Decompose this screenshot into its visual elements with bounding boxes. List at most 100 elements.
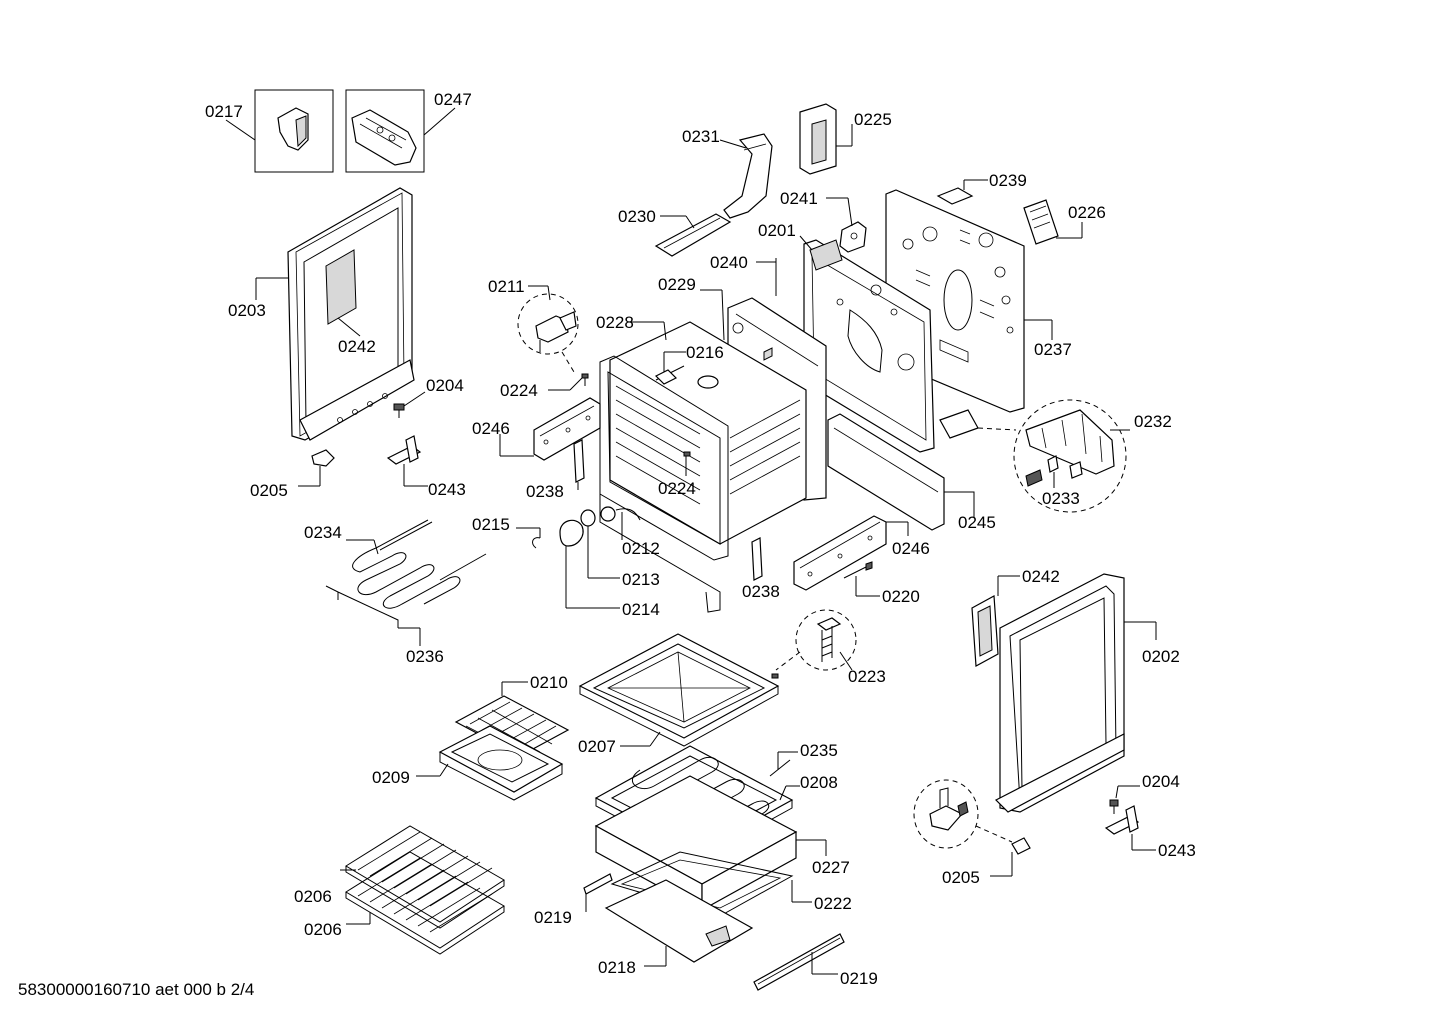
label-0213: 0213 [622,570,660,589]
part-0212-lamp-socket [600,506,641,540]
label-0238a: 0238 [526,482,564,501]
label-0217: 0217 [205,102,243,121]
part-0205-hinge-detail-right [913,779,1031,877]
label-0212: 0212 [622,539,660,558]
label-0239: 0239 [989,171,1027,190]
part-0216-lamp [654,351,686,385]
label-0235: 0235 [800,741,838,760]
part-0217-clip [225,89,334,173]
label-0201: 0201 [758,221,796,240]
label-0208: 0208 [800,773,838,792]
part-0214-lamp-cover [559,519,620,609]
label-0216: 0216 [686,343,724,362]
part-0226-plate [1023,199,1083,245]
part-0209-grill-pan [416,725,564,801]
label-0210: 0210 [530,673,568,692]
part-0231-duct [719,133,773,219]
part-0245-rail-long [827,413,975,531]
part-0224-screw-a [548,373,589,391]
label-0204a: 0204 [426,376,464,395]
part-0211-thermostat [517,285,579,373]
label-0233: 0233 [1042,489,1080,508]
part-0246-rail-left [499,397,601,461]
part-0207-tray [578,633,780,747]
label-0205b: 0205 [942,868,980,887]
label-0236: 0236 [406,647,444,666]
label-0246a: 0246 [472,419,510,438]
label-0214: 0214 [622,600,660,619]
label-0226: 0226 [1068,203,1106,222]
part-0204-screw-left [393,391,426,418]
label-0229: 0229 [658,275,696,294]
label-0228: 0228 [596,313,634,332]
part-0220-pin [843,561,880,597]
part-0247-bracket [345,89,456,173]
part-0206-rack-b [345,851,505,955]
part-0213-lamp-glass [580,509,620,579]
label-0224b: 0224 [658,479,696,498]
label-0243b: 0243 [1158,841,1196,860]
part-0238-receiver-a [573,439,585,490]
part-0246-rail-right [793,515,909,591]
label-0224a: 0224 [500,381,538,400]
part-0232-terminal-block [939,399,1130,513]
part-0235-sensor [769,751,798,777]
label-0209: 0209 [372,768,410,787]
label-0245: 0245 [958,513,996,532]
label-0220: 0220 [882,587,920,606]
label-0234: 0234 [304,523,342,542]
label-0237: 0237 [1034,340,1072,359]
part-0241-bracket [826,197,867,253]
part-0219-rail-b [753,933,845,991]
label-0240: 0240 [710,253,748,272]
label-0204b: 0204 [1142,772,1180,791]
part-0238-receiver-b [751,537,763,581]
drawing-reference-footer: 58300000160710 aet 000 b 2/4 [18,980,255,999]
part-0243-hinge-left [386,435,428,487]
label-0207: 0207 [578,737,616,756]
label-0238b: 0238 [742,582,780,601]
label-0215: 0215 [472,515,510,534]
part-0201-rear-wall [799,235,935,453]
label-0227: 0227 [812,858,850,877]
part-0202-door-right [994,573,1157,813]
label-0242a: 0242 [338,337,376,356]
label-0225: 0225 [854,110,892,129]
label-0219b: 0219 [840,969,878,988]
part-0223-screw [771,609,857,679]
part-0203-door-left [255,187,415,441]
label-0203: 0203 [228,301,266,320]
part-0205-hinge-left [298,449,335,487]
label-0243a: 0243 [428,480,466,499]
part-0239-clip [936,179,988,205]
label-0206a: 0206 [294,887,332,906]
label-0206b: 0206 [304,920,342,939]
part-0215-clip [516,527,541,549]
label-0222: 0222 [814,894,852,913]
label-0218: 0218 [598,958,636,977]
part-0243-hinge-right [1104,805,1156,851]
label-0231: 0231 [682,127,720,146]
label-0247: 0247 [434,90,472,109]
part-0230-duct [654,213,732,257]
part-0206-rack-a [340,825,505,929]
part-0234-grill-element [346,519,487,609]
part-0236-bracket [325,585,421,646]
label-0202: 0202 [1142,647,1180,666]
label-0205a: 0205 [250,481,288,500]
label-0219a: 0219 [534,908,572,927]
part-0204-screw-right [1109,785,1140,814]
label-0211: 0211 [488,277,525,296]
part-0225-cover [799,103,853,175]
label-0230: 0230 [618,207,656,226]
part-0224-screw-b [683,451,691,476]
part-0218-bottom-plate [604,879,754,967]
part-0240-wire [756,258,777,296]
label-0241: 0241 [780,189,818,208]
label-0246b: 0246 [892,539,930,558]
label-0242b: 0242 [1022,567,1060,586]
part-0233-screws [1025,455,1083,488]
part-0242-bracket-right [971,575,1020,667]
label-0223: 0223 [848,667,886,686]
